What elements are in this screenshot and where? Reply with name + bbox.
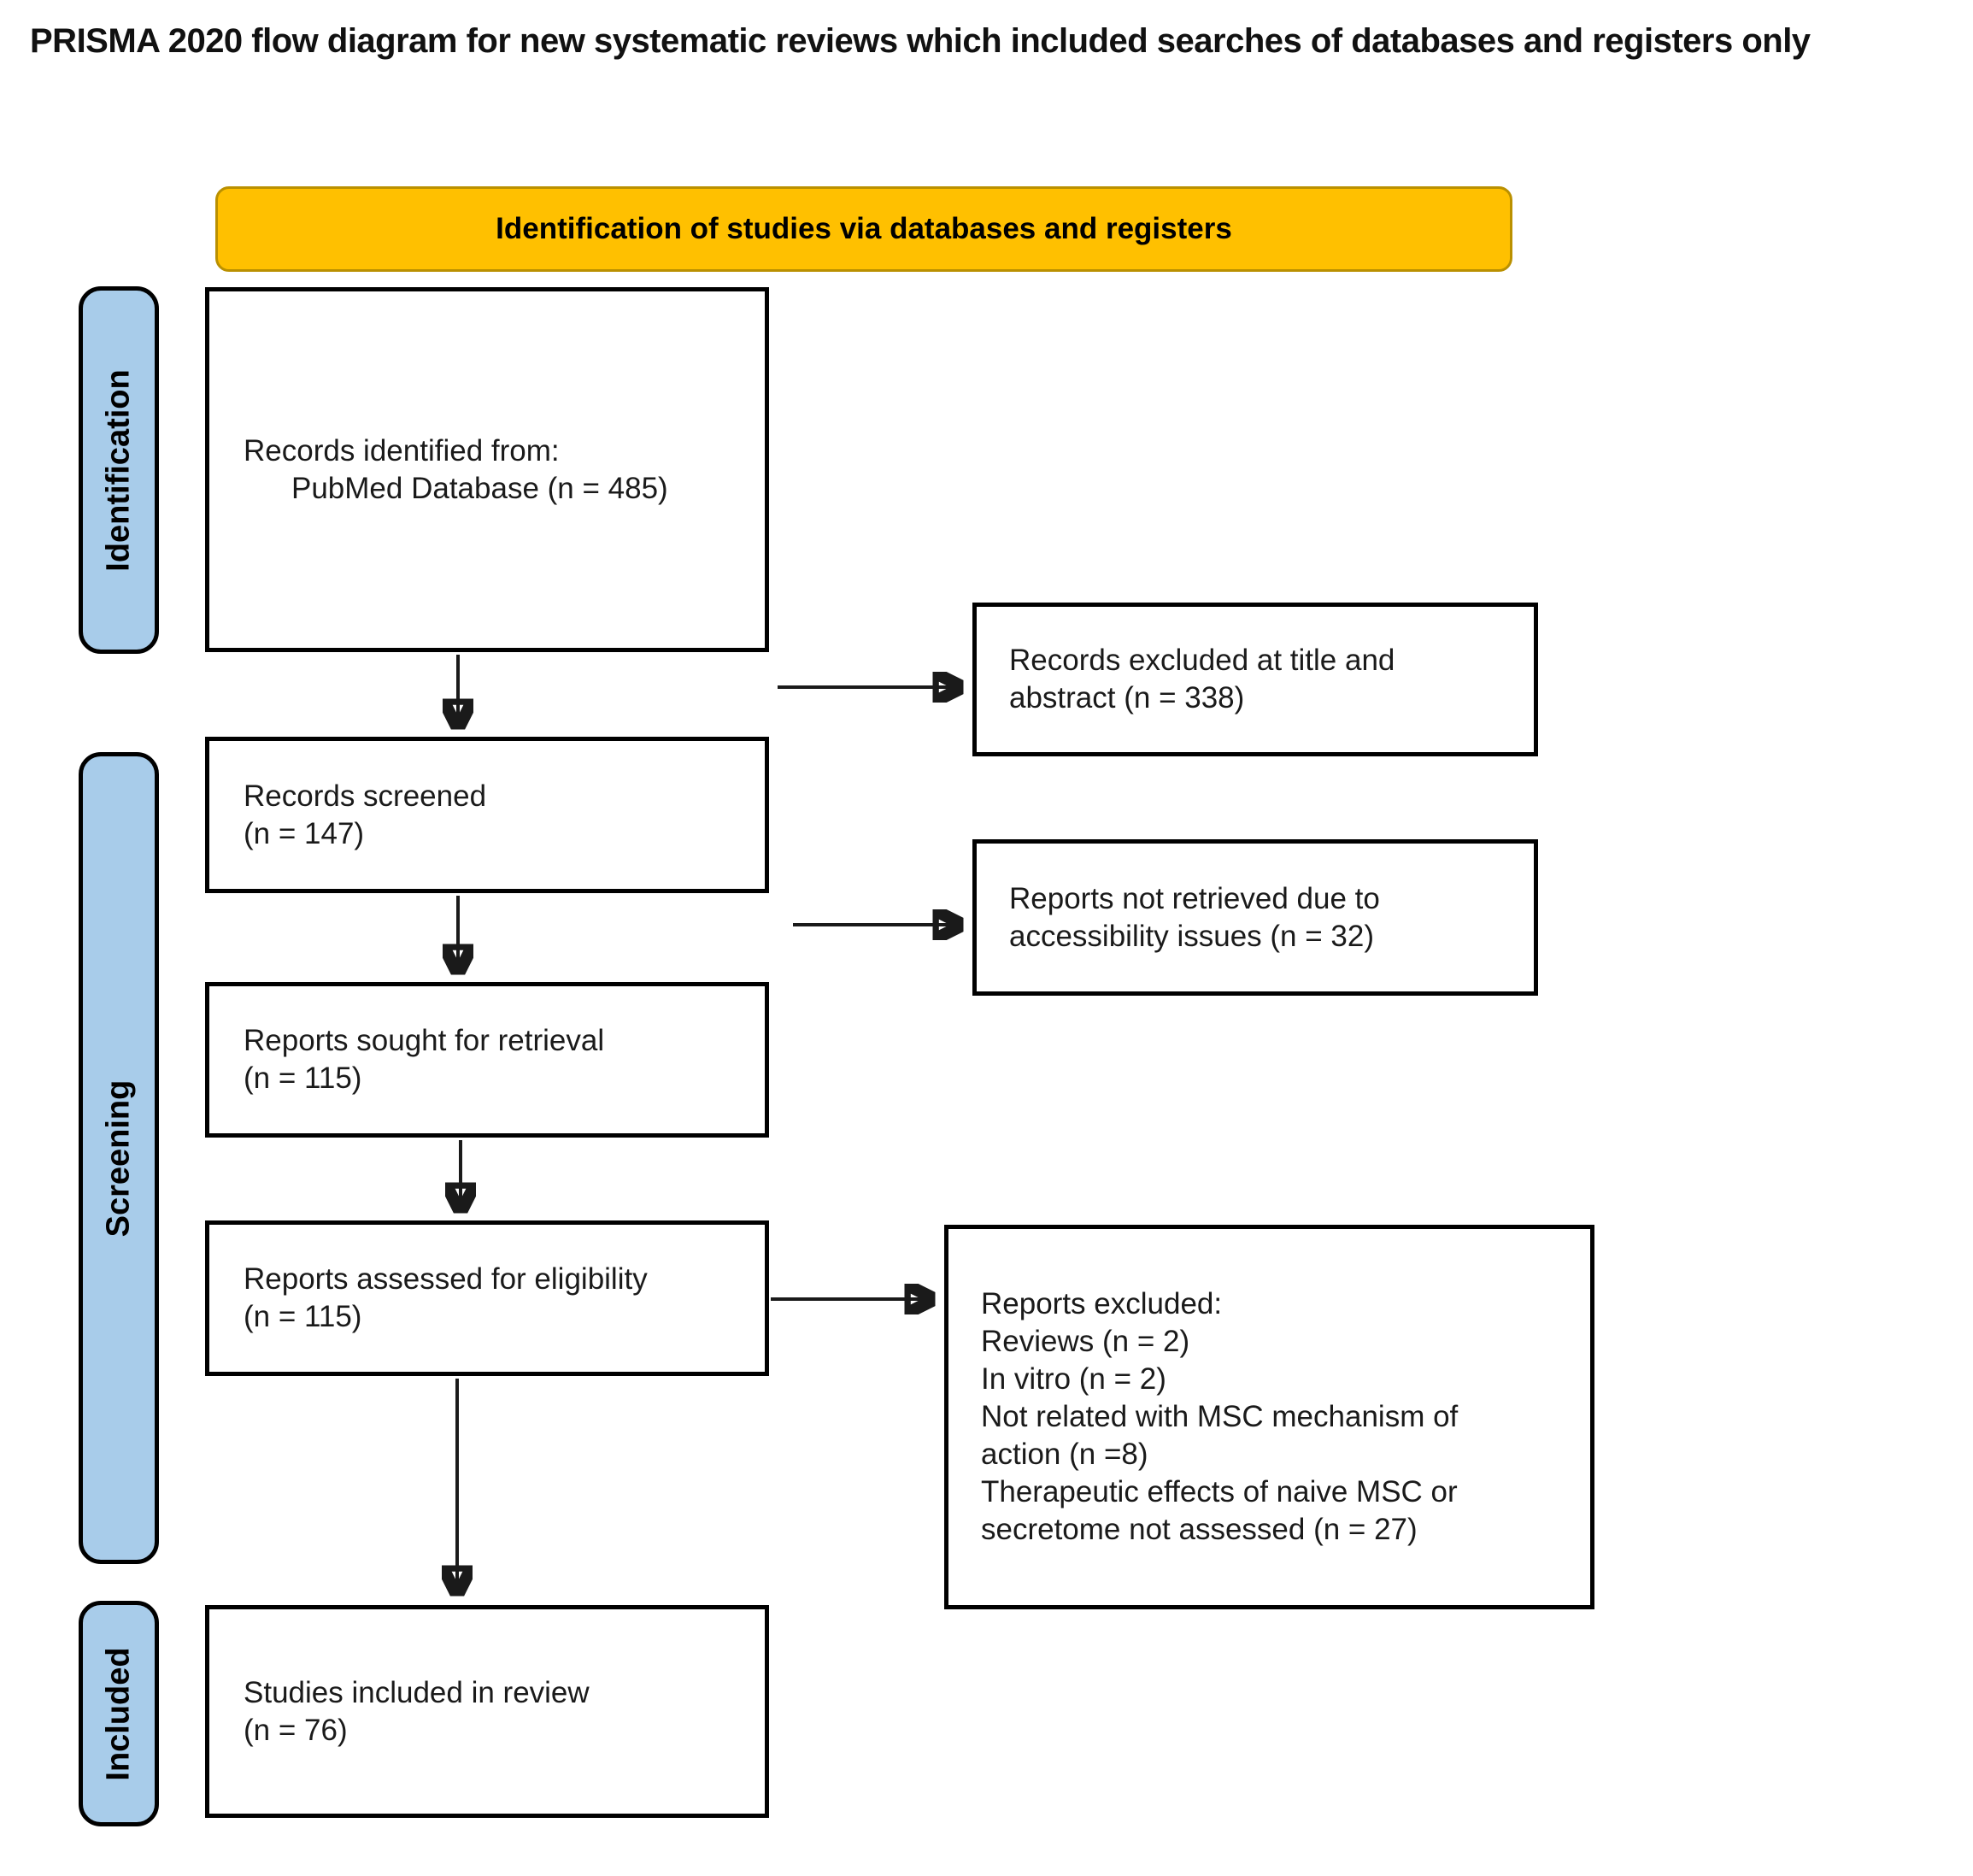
records-identified-line1: Records identified from: [244,433,560,468]
reports-excluded-heading: Reports excluded: [981,1287,1223,1320]
box-records-screened: Records screened (n = 147) [205,737,769,893]
records-screened-line1: Records screened [244,779,487,813]
stage-included: Included [79,1601,159,1826]
banner-label: Identification of studies via databases … [496,212,1232,245]
page-title: PRISMA 2020 flow diagram for new systema… [30,22,1811,60]
stage-identification-label: Identification [100,368,137,572]
studies-included-count: (n = 76) [244,1713,348,1747]
box-reports-excluded: Reports excluded: Reviews (n = 2) In vit… [944,1225,1594,1609]
exclusion-reason: Reviews (n = 2) [981,1325,1190,1358]
reports-assessed-count: (n = 115) [244,1300,362,1333]
exclusion-reason: Not related with MSC mechanism of action… [981,1400,1459,1471]
stage-screening: Screening [79,752,159,1564]
box-reports-sought: Reports sought for retrieval (n = 115) [205,982,769,1138]
stage-included-label: Included [100,1646,137,1781]
stage-screening-label: Screening [100,1079,137,1237]
identification-banner: Identification of studies via databases … [215,186,1512,272]
box-studies-included: Studies included in review (n = 76) [205,1605,769,1818]
box-reports-assessed: Reports assessed for eligibility (n = 11… [205,1220,769,1376]
box-records-identified: Records identified from: PubMed Database… [205,287,769,652]
studies-included-line1: Studies included in review [244,1675,590,1709]
reports-not-retrieved-text: Reports not retrieved due to accessibili… [1009,881,1380,953]
exclusion-reason: In vitro (n = 2) [981,1362,1166,1396]
stage-identification: Identification [79,286,159,654]
box-records-excluded-title-abstract: Records excluded at title and abstract (… [972,603,1538,756]
records-excluded-text: Records excluded at title and abstract (… [1009,644,1395,715]
reports-sought-count: (n = 115) [244,1061,362,1095]
records-screened-count: (n = 147) [244,816,365,850]
box-reports-not-retrieved: Reports not retrieved due to accessibili… [972,839,1538,996]
reports-sought-line1: Reports sought for retrieval [244,1024,605,1057]
reports-assessed-line1: Reports assessed for eligibility [244,1262,648,1296]
records-identified-line2: PubMed Database (n = 485) [291,471,668,505]
exclusion-reason: Therapeutic effects of naive MSC or secr… [981,1475,1458,1546]
